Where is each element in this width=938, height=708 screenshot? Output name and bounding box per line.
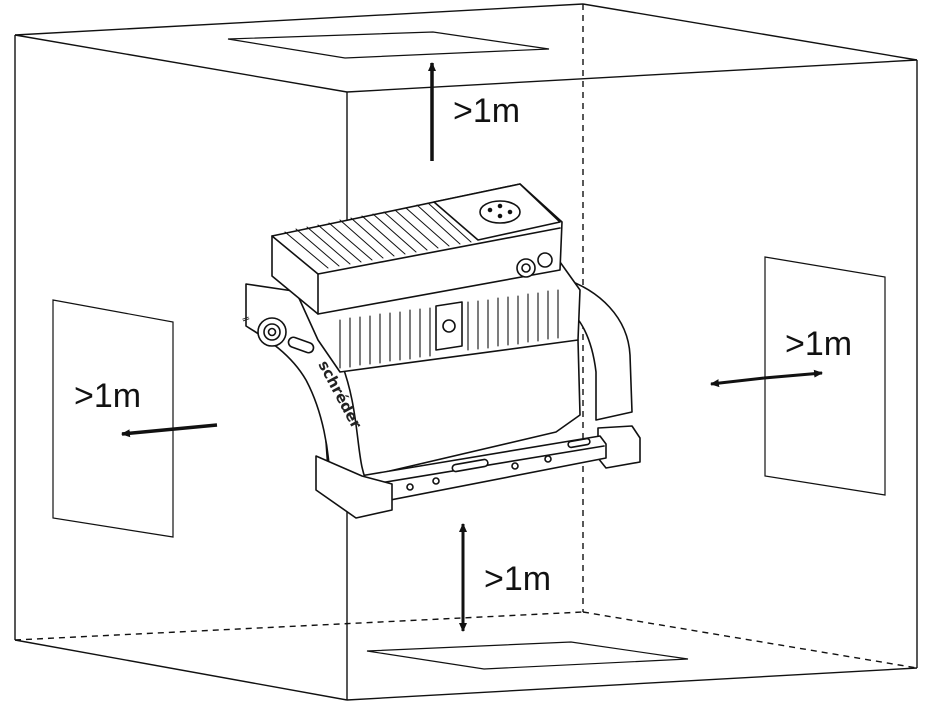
- room-box: [14, 3, 918, 701]
- label-clearance-right: >1m: [785, 325, 852, 363]
- label-clearance-left: >1m: [74, 377, 141, 415]
- arrow-left: [121, 423, 218, 438]
- label-clearance-top: >1m: [453, 92, 520, 130]
- clearance-panel-left: [52, 299, 174, 538]
- floodlight-fixture: [245, 183, 641, 519]
- clearance-panel-right: [764, 256, 886, 496]
- top-fins: [284, 202, 472, 269]
- label-clearance-bottom: >1m: [484, 560, 551, 598]
- arm-mark-text: Ⅱ: [239, 316, 250, 324]
- arrow-right-double: [710, 369, 823, 388]
- clearance-panel-top: [227, 31, 550, 59]
- lower-heatsink-fins: [339, 289, 559, 369]
- clearance-panel-bottom: [366, 641, 689, 670]
